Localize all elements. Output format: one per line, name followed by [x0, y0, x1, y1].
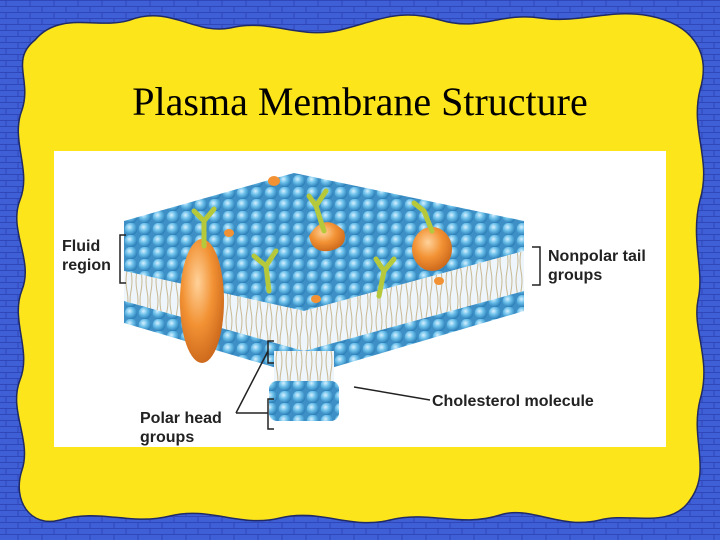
fluid-region-bracket [119, 234, 126, 284]
surface-protein-right [412, 227, 452, 271]
nonpolar-tail-label-line2: groups [548, 267, 603, 284]
small-protein [268, 176, 280, 186]
fluid-region-label-line2: region [62, 257, 111, 274]
right-tail-band [304, 251, 524, 351]
carbohydrate-chain [251, 248, 279, 294]
polar-head-label-line1: Polar head [140, 410, 222, 427]
cholesterol-label: Cholesterol molecule [432, 392, 594, 411]
membrane-figure [54, 151, 666, 447]
carbohydrate-chain [306, 188, 329, 234]
nonpolar-tail-label-line1: Nonpolar tail [548, 248, 646, 265]
small-protein [224, 229, 234, 237]
polar-head-label-line2: groups [140, 429, 195, 446]
cholesterol-pointer [353, 386, 431, 401]
carbohydrate-chain [191, 206, 217, 249]
fluid-region-label: Fluid region [62, 237, 111, 275]
polar-head-pointer [235, 350, 269, 414]
small-protein [311, 295, 321, 303]
small-protein [434, 277, 444, 285]
carbohydrate-chain [411, 200, 435, 234]
nonpolar-tail-label: Nonpolar tail groups [548, 247, 646, 285]
transmembrane-protein-left [180, 239, 224, 363]
nonpolar-bracket [532, 246, 541, 286]
fluid-region-label-line1: Fluid [62, 238, 101, 255]
carbohydrate-chain [373, 256, 397, 299]
front-column-heads [269, 381, 339, 421]
polar-head-label: Polar head groups [140, 409, 222, 447]
cholesterol-label-text: Cholesterol molecule [432, 393, 594, 410]
figure-labels: Fluid region Nonpolar tail groups Polar … [54, 151, 666, 447]
surface-protein-center [309, 222, 345, 252]
slide-title: Plasma Membrane Structure [132, 79, 588, 124]
lower-head-band-right [304, 291, 524, 376]
